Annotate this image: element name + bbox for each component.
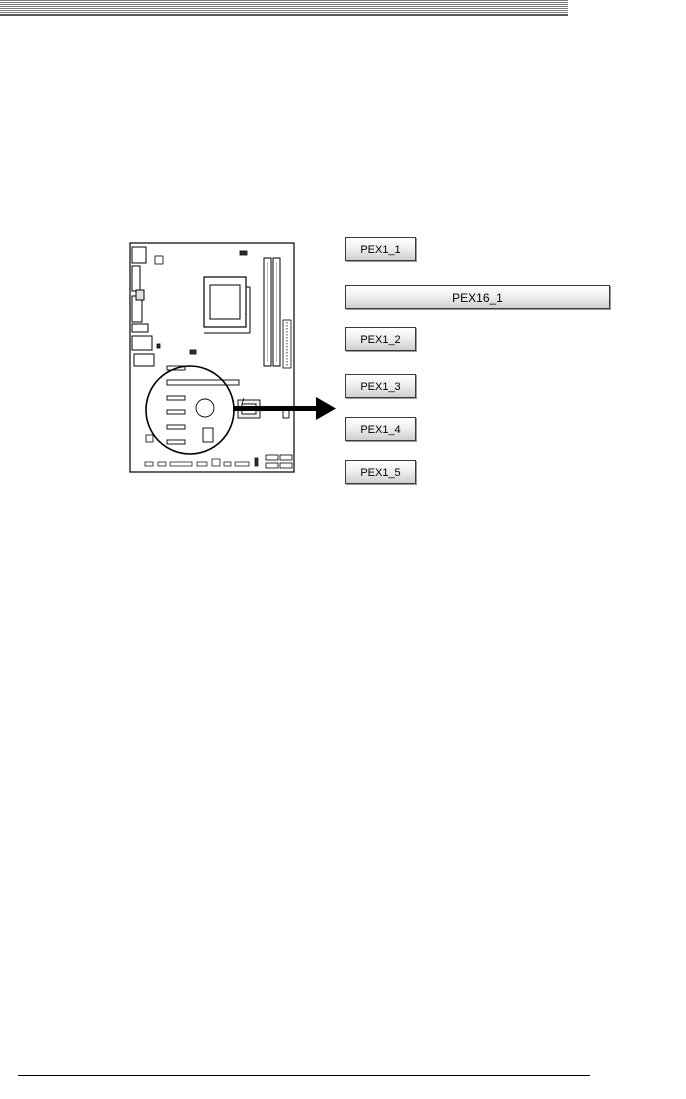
slot-label-pex1-1: PEX1_1	[345, 237, 416, 261]
motherboard-diagram	[0, 0, 686, 520]
slot-label-pex1-3: PEX1_3	[345, 374, 416, 398]
footer-rule	[18, 1075, 590, 1076]
slot-label-pex1-2: PEX1_2	[345, 327, 416, 351]
atx-power-connector	[283, 320, 291, 368]
slot-label-pex1-5: PEX1_5	[345, 460, 416, 484]
slot-label-pex16-1: PEX16_1	[345, 285, 610, 309]
slot-label-pex1-4: PEX1_4	[345, 417, 416, 441]
